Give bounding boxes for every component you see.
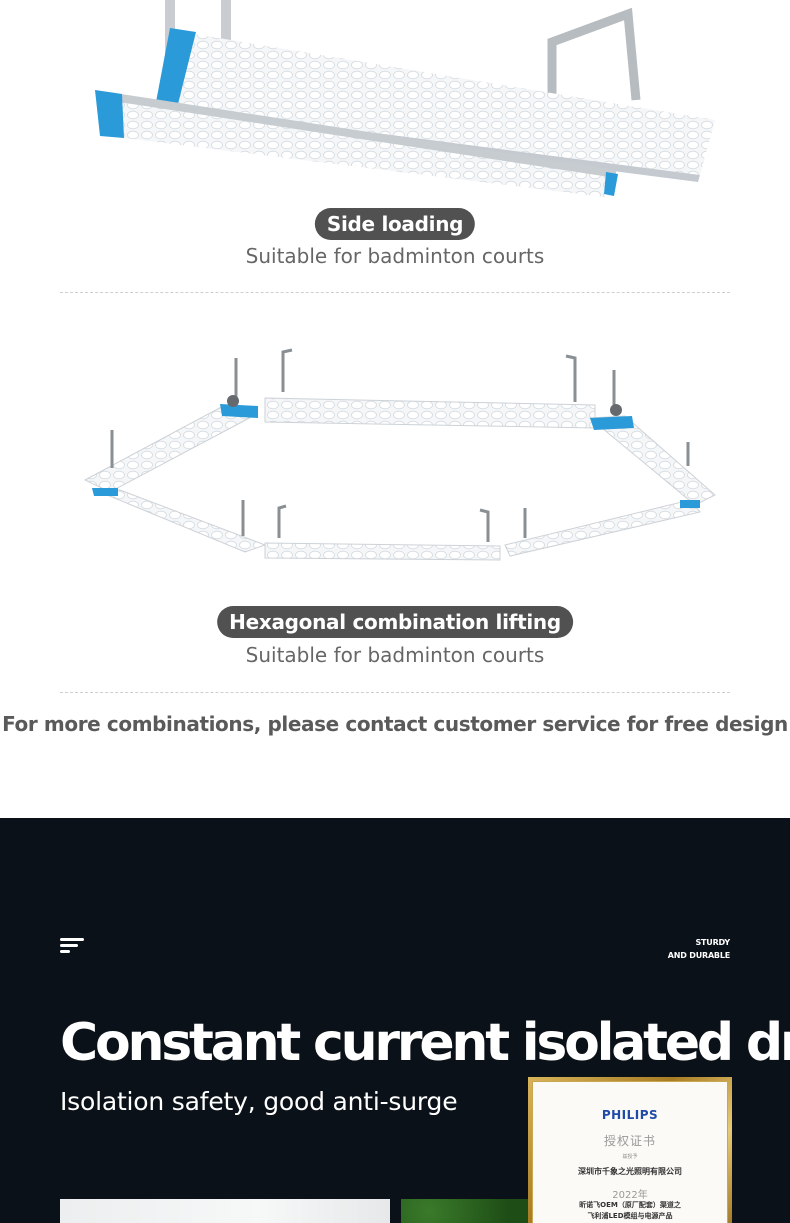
divider [60, 292, 730, 293]
sturdy-tag: STURDY AND DURABLE [668, 936, 730, 962]
tag-line2: AND DURABLE [667, 951, 730, 960]
certificate-year: 2022年 [612, 1190, 648, 1201]
product-combination-section: Side loading Suitable for badminton cour… [2, 0, 789, 736]
certificate-brand: PHILIPS [601, 1108, 659, 1122]
certificate-line1: 昕诺飞OEM（原厂配套）渠道之 [579, 1201, 681, 1209]
section-headline: Constant current isolated driver [60, 1013, 790, 1073]
hexagonal-combination-image [83, 348, 716, 561]
product-photo-card [60, 1199, 390, 1223]
side-loading-light-image [95, 0, 715, 198]
divider [60, 692, 730, 693]
certificate-frame: PHILIPS 授权证书 兹授予 深圳市千象之光照明有限公司 2022年 昕诺飞… [528, 1077, 732, 1223]
hexagonal-badge: Hexagonal combination lifting [217, 606, 573, 638]
side-loading-badge: Side loading [314, 208, 476, 240]
driver-feature-section: STURDY AND DURABLE Constant current isol… [0, 818, 790, 1223]
tag-line1: STURDY [695, 938, 730, 947]
certificate-title: 授权证书 [603, 1134, 656, 1148]
hexagonal-subtitle: Suitable for badminton courts [245, 643, 545, 667]
menu-icon [60, 938, 84, 954]
certificate-granted-to: 兹授予 [622, 1154, 638, 1160]
side-loading-subtitle: Suitable for badminton courts [245, 244, 545, 268]
certificate: PHILIPS 授权证书 兹授予 深圳市千象之光照明有限公司 2022年 昕诺飞… [532, 1081, 728, 1223]
certificate-company: 深圳市千象之光照明有限公司 [578, 1167, 682, 1176]
grass-photo-card [401, 1199, 541, 1223]
certificate-line2: 飞利浦LED模组与电源产品 [587, 1212, 673, 1220]
more-combinations-note: For more combinations, please contact cu… [2, 712, 788, 736]
section-subhead: Isolation safety, good anti-surge [60, 1087, 458, 1116]
